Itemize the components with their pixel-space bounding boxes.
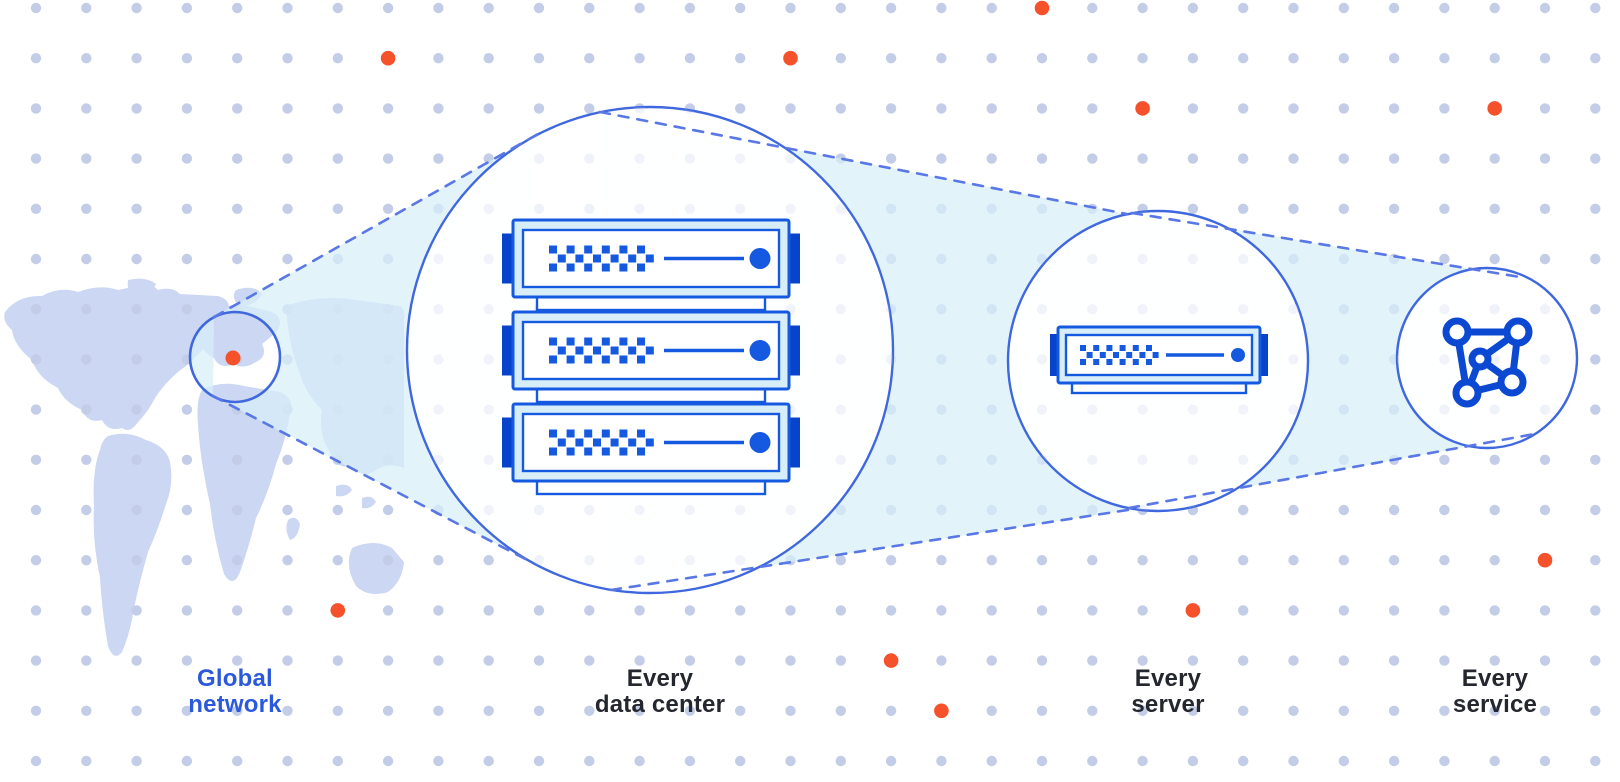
- label-global-network: Global network: [188, 666, 281, 718]
- map-marker-dot: [225, 350, 241, 366]
- label-line: Every: [1134, 665, 1202, 692]
- globe-highlight-circle: [188, 310, 282, 404]
- server-rack-stack: [502, 218, 800, 496]
- label-every-data-center: Every data center: [595, 666, 725, 718]
- label-line: Global: [197, 665, 273, 692]
- label-every-server: Every server: [1131, 666, 1204, 718]
- label-line: network: [188, 691, 282, 718]
- label-line: data center: [594, 691, 726, 718]
- label-line: server: [1131, 691, 1205, 718]
- standalone-server: [1050, 325, 1268, 395]
- label-line: service: [1452, 691, 1538, 718]
- network-mesh-icon: [1442, 317, 1533, 408]
- label-every-service: Every service: [1453, 666, 1537, 718]
- dashed-tangent-lines: [211, 110, 1542, 592]
- label-line: Every: [626, 665, 694, 692]
- label-line: Every: [1461, 665, 1529, 692]
